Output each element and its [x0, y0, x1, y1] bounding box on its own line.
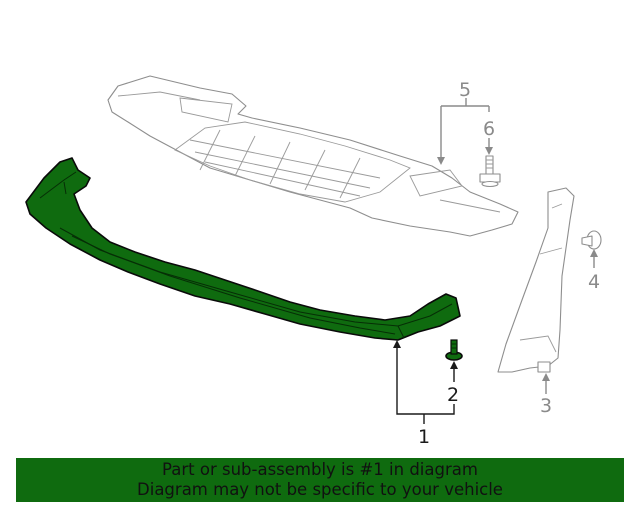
callout-6: 6: [483, 118, 495, 140]
side-deflector-part-3[interactable]: [497, 187, 575, 373]
callout-5: 5: [459, 79, 471, 101]
banner-line-2: Diagram may not be specific to your vehi…: [137, 480, 503, 499]
callout-3: 3: [540, 395, 552, 417]
undertray-part-5[interactable]: [107, 75, 519, 237]
callout-1: 1: [418, 426, 430, 448]
callout-2: 2: [447, 384, 459, 406]
callout-labels: 1 2 3 4 5 6: [418, 79, 600, 448]
leader-lines: [393, 98, 598, 424]
callout-4: 4: [588, 271, 600, 293]
screw-part-2[interactable]: [445, 339, 463, 361]
banner-line-1: Part or sub-assembly is #1 in diagram: [162, 460, 478, 479]
diagram-notice-banner: Part or sub-assembly is #1 in diagram Di…: [16, 458, 624, 502]
clip-part-4[interactable]: [581, 230, 602, 250]
bolt-part-6[interactable]: [479, 155, 501, 188]
front-lip-part-1[interactable]: [25, 157, 461, 341]
